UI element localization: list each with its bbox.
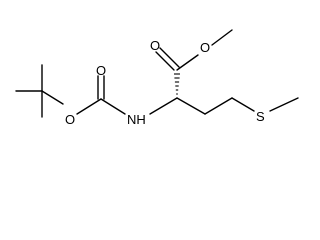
atom-label-ester-oxygen: O (200, 40, 210, 55)
atom-label-amide-nitrogen: NH (127, 112, 146, 127)
bond-beta-to-gamma (204, 97, 233, 115)
structure-canvas: O O O O NH S (15, 29, 299, 127)
methyl-ester-group (155, 29, 233, 71)
tert-butyl-group (15, 64, 64, 118)
bond-tbu-to-oxygen (41, 90, 64, 105)
bond-oxygen-to-carbonyl (76, 98, 102, 115)
bond-ester-carbonyl-double-a (155, 51, 175, 71)
bond-sulfur-to-methyl (269, 97, 299, 112)
atom-label-boc-carbonyl-oxygen: O (96, 63, 106, 78)
atom-label-boc-ester-oxygen: O (65, 112, 75, 127)
bond-oxygen-to-methyl (211, 29, 233, 46)
boc-carbamate-group (76, 75, 126, 115)
bond-alpha-to-beta (176, 97, 206, 115)
atom-label-sulfur: S (256, 109, 265, 124)
bond-carbonyl-to-nitrogen (100, 98, 126, 115)
bond-nitrogen-to-alpha-carbon (149, 97, 178, 115)
bond-ester-carbonyl-double-b (159, 47, 180, 68)
backbone (149, 97, 299, 115)
stereo-hashed-wedge (174, 73, 180, 95)
atom-label-ester-carbonyl-oxygen: O (150, 38, 160, 53)
bond-ester-carbon-to-oxygen (176, 54, 199, 71)
bond-gamma-to-sulfur (231, 97, 255, 112)
molecule-structure: O O O O NH S (15, 29, 299, 127)
